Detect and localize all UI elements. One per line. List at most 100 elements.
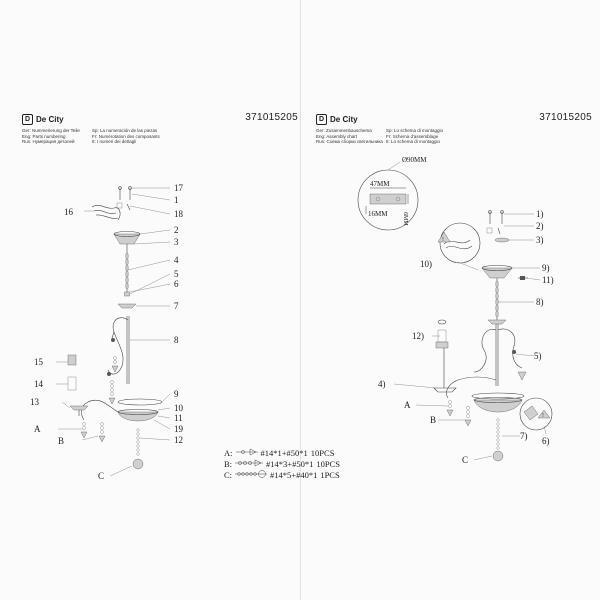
callout-a: A [404,400,411,410]
part-letter: C: [224,470,233,480]
arm-assembly [69,398,163,422]
panel-header: D De City 371015205 Ger: Nummerierung de… [14,108,298,144]
brand-mark: D [22,114,33,125]
bulb-holder-part [67,354,77,366]
part-spec: #14*5+#40*1 [270,470,318,480]
crystal-strand [108,356,119,405]
part-qty: 1PCS [320,470,340,480]
list-item: C: #14*5+#40*1 1PCS [224,470,340,481]
wiring-detail: ! [437,222,481,271]
callout-4: 4) [378,379,386,389]
central-column [107,316,130,384]
callout-8: 8) [536,297,544,307]
legend-text: Sp: La numeración de las piezas [92,128,158,133]
callout-14: 14 [34,379,44,389]
callout-13: 13 [30,397,40,407]
callout-17: 17 [174,183,184,193]
callout-11: 11 [174,413,183,423]
part-letter: A: [224,448,233,458]
legend-text: Sp: Lo schema di montaggio [386,128,444,133]
bracket-detail: 47MM 16MM 6MM Ø90MM [357,156,427,231]
callout-10: 10) [420,259,432,269]
callout-3: 3) [536,235,544,245]
callout-c: C [98,471,104,481]
callout-18: 18 [174,209,184,219]
dim-47: 47MM [370,180,390,188]
power-wires [91,205,121,221]
brand-logo: D De City [22,114,64,125]
callout-3: 3 [174,237,179,247]
part-letter: B: [224,459,233,469]
mounting-screws [486,210,510,243]
legend-text: Rus: Нумерация деталей [22,139,75,144]
canopy [113,231,141,250]
callout-b: B [58,436,64,446]
crystal-strand-bottom [132,428,144,470]
dim-6: 6MM [402,212,408,226]
callout-10: 10 [174,403,184,413]
callout-8: 8 [174,335,179,345]
brand-logo: D De City [316,114,358,125]
brand-name: De City [330,115,358,124]
legend-text: Eng: Assembly chart [316,133,358,139]
product-code: 371015205 [539,112,592,123]
chain [124,250,130,297]
warning-icon: ! [542,413,544,419]
legend-text: It: Lo schema di montaggio [386,139,441,144]
callout-7: 7) [520,431,528,441]
callout-c: C [462,455,468,465]
callout-6: 6) [542,436,550,446]
legend-text: Eng: Parts numbering [22,133,66,139]
callout-7: 7 [174,301,179,311]
chain [495,278,499,320]
crystal-strand-a [80,422,88,439]
canopy-cover [117,303,137,309]
leader-lines [393,213,547,461]
crystal-strand-a [446,400,454,417]
callout-4: 4 [174,255,179,265]
callout-1: 1 [174,195,179,205]
legend-text: Ger: Zusammenbauschema [316,128,372,133]
callout-9: 9 [174,389,179,399]
crystal-strand-b [98,422,106,443]
callout-5: 5) [534,351,542,361]
language-legend: Ger: Nummerierung der Teile Sp: La numer… [22,128,212,145]
bottom-bowl [471,392,525,413]
callout-19: 19 [174,424,184,434]
part-spec: #14*3+#50*1 [266,459,314,469]
part-qty: 10PCS [310,448,335,458]
crystal-strand-b [464,406,472,427]
diameter-label: Ø90MM [402,156,427,164]
legend-text: It: I numeri dei dettagli [92,139,137,144]
parts-numbering-panel: D De City 371015205 Ger: Nummerierung de… [14,108,298,498]
warning-icon: ! [442,237,444,243]
part-spec: #14*1+#50*1 [260,448,308,458]
legend-text: Rus: Схема сборки светильника [316,139,383,144]
assembly-chart-panel: D De City 371015205 Ger: Zusammenbausche… [308,108,592,498]
brand-name: De City [36,115,64,124]
fastener-detail: ! [519,397,553,431]
mounting-screws [116,186,132,211]
crystal-strand-icon [235,448,258,456]
callout-1: 1) [536,209,544,219]
leader-lines [56,187,171,477]
callout-12: 12) [412,331,424,341]
list-item: B: #14*3+#50*1 10PCS [224,459,340,470]
column-and-arms [433,319,527,399]
callout-2: 2 [174,225,179,235]
exploded-view-drawing: 17 1 16 18 2 3 4 5 6 7 8 15 14 9 13 10 A… [30,183,184,481]
crystal-strand-c [492,418,504,462]
dim-16: 16MM [368,210,388,218]
legend-text: Fr: Schema d'assemblage [386,133,439,139]
panel-header: D De City 371015205 Ger: Zusammenbausche… [308,108,592,144]
legend-text: Fr: Numérotation des composants [92,133,160,139]
crystal-parts-list: A: #14*1+#50*1 10PCS B: #14*3+#50*1 10PC… [224,448,340,481]
assembly-drawing: 47MM 16MM 6MM Ø90MM [357,156,554,465]
callout-16: 16 [64,207,74,217]
callout-9: 9) [542,263,550,273]
callout-b: B [430,415,436,425]
crystal-strand-icon [235,470,268,478]
callout-5: 5 [174,269,179,279]
brand-mark: D [316,114,327,125]
